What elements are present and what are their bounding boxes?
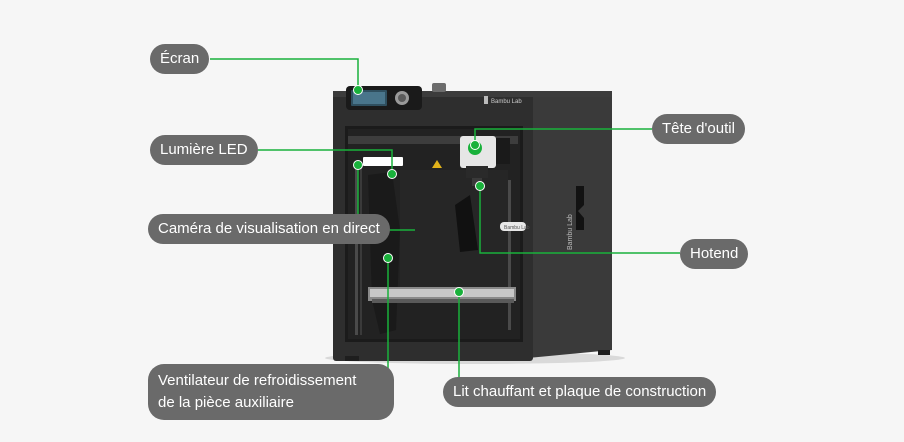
dot-camera xyxy=(353,160,363,170)
label-aux-fan-line2: de la pièce auxiliaire xyxy=(158,394,294,411)
brand-side-text: Bambu Lab xyxy=(567,214,574,250)
label-hotend: Hotend xyxy=(680,239,749,269)
printer-side-panel xyxy=(528,96,612,358)
leader-hotend xyxy=(479,186,680,254)
label-live-camera: Caméra de visualisation en direct xyxy=(148,214,390,244)
dot-aux-fan xyxy=(383,253,393,263)
dot-screen xyxy=(353,85,363,95)
toolhead-badge-text: Bambu Lab xyxy=(504,225,530,231)
dot-toolhead xyxy=(470,140,480,150)
label-led-light: Lumière LED xyxy=(150,135,258,165)
leader-toolhead xyxy=(474,128,652,145)
leader-led xyxy=(258,149,393,174)
dot-led xyxy=(387,169,397,179)
dot-hotend xyxy=(475,181,485,191)
label-aux-fan: Ventilateur de refroidissement de la piè… xyxy=(148,364,394,420)
label-heatbed: Lit chauffant et plaque de construction xyxy=(443,377,717,407)
label-screen: Écran xyxy=(150,44,210,74)
side-logo-icon xyxy=(576,186,584,230)
brand-top-text: Bambu Lab xyxy=(491,99,522,105)
label-toolhead: Tête d'outil xyxy=(652,114,745,144)
leader-screen xyxy=(210,58,359,90)
dot-heatbed xyxy=(454,287,464,297)
label-aux-fan-line1: Ventilateur de refroidissement xyxy=(158,372,357,389)
led-light-bar xyxy=(363,157,403,166)
